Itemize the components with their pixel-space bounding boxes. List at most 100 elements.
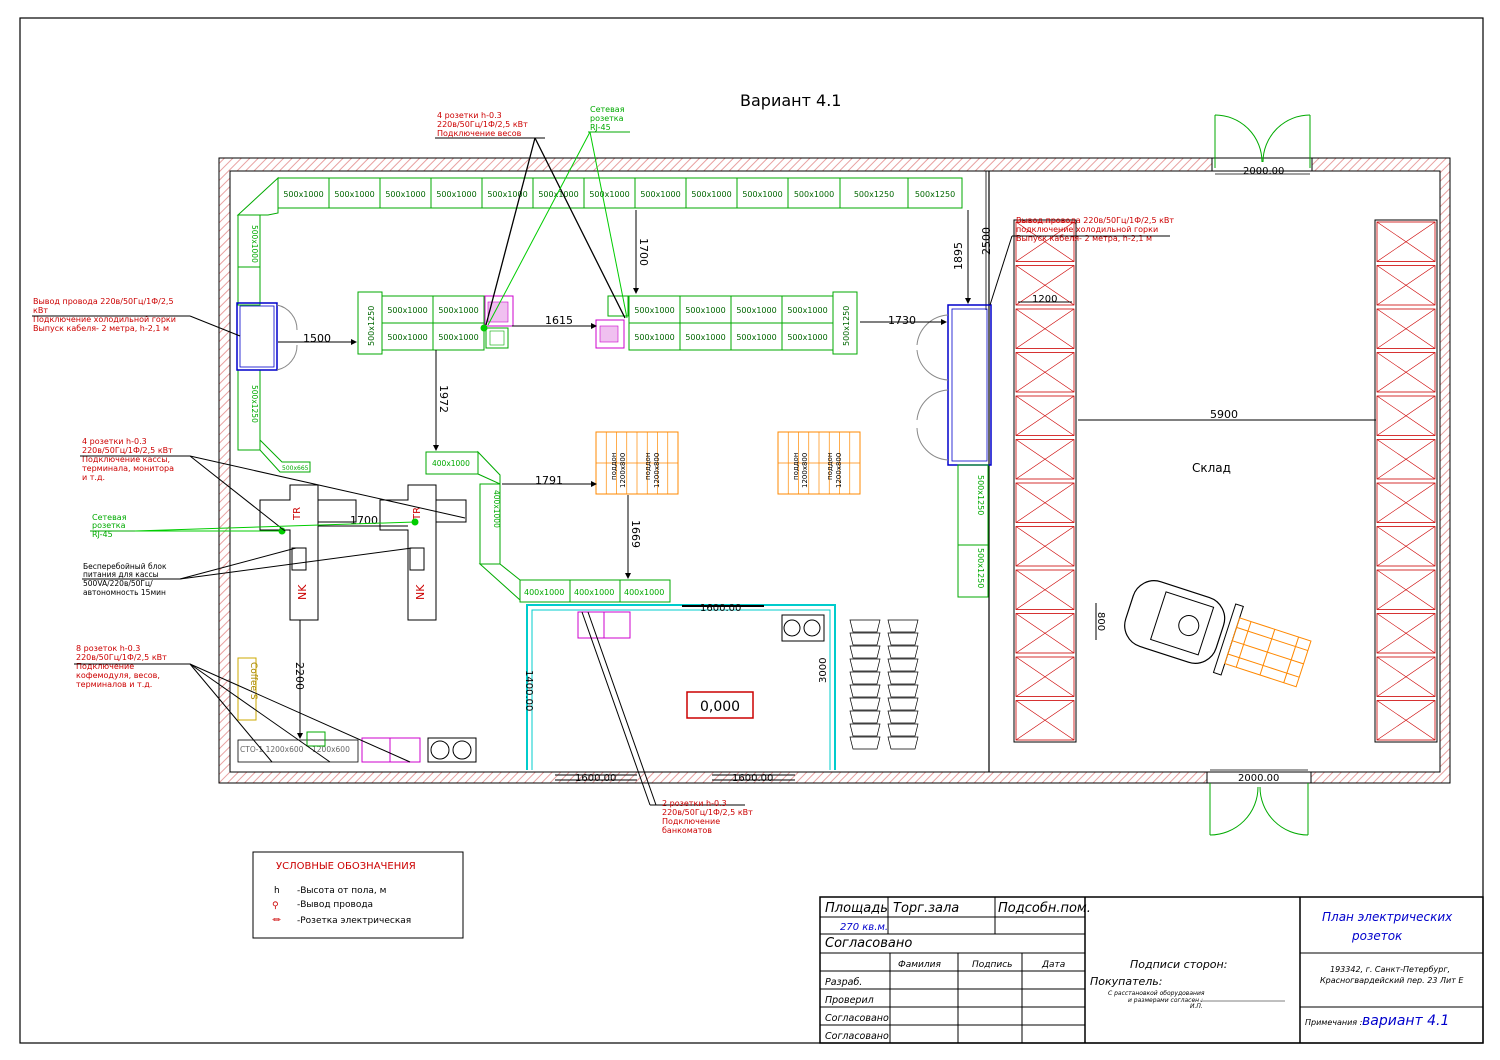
svg-text:270 кв.м.: 270 кв.м.: [840, 922, 888, 933]
shelf-label: 500x1000: [794, 190, 834, 199]
rack-bay: [1015, 439, 1075, 480]
svg-text:Согласовано: Согласовано: [825, 1031, 889, 1042]
level-mark: [686, 691, 754, 719]
rack-bay: [1015, 352, 1075, 393]
storage-rack-right: [1374, 219, 1438, 743]
svg-text:подключение холодильной горки: подключение холодильной горки: [1016, 225, 1158, 234]
callout-left-fridge-cable: Вывод провода 220в/50Гц/1Ф/2,5 кВт Подкл…: [32, 297, 241, 337]
svg-text:500x1000: 500x1000: [250, 225, 259, 263]
rack-frame: [1374, 219, 1438, 743]
shelf-label: 500x1250: [915, 190, 955, 199]
cyan-room: 1600.00 1400.00 3000 0,000: [523, 603, 836, 770]
shelf-label: 500x1250: [854, 190, 894, 199]
svg-text:1600.00: 1600.00: [700, 603, 741, 614]
svg-text:СТО-1 1200x600: СТО-1 1200x600: [240, 745, 304, 754]
legend: УСЛОВНЫЕ ОБОЗНАЧЕНИЯ h -Высота от пола, …: [252, 851, 464, 939]
shelf-label: 500x1000: [742, 190, 782, 199]
svg-text:И.П.: И.П.: [1190, 1003, 1203, 1010]
svg-text:2 розетки h-0.3: 2 розетки h-0.3: [662, 799, 727, 808]
rack-bay: [1376, 439, 1436, 480]
svg-text:Подключение: Подключение: [76, 662, 134, 671]
shopping-carts: [849, 619, 919, 750]
shelf-label: 500x1250: [842, 306, 851, 346]
rack-bay: [1015, 395, 1075, 436]
svg-text:1669: 1669: [629, 520, 642, 548]
forklift: [1124, 580, 1312, 688]
rack-bay: [1376, 308, 1436, 349]
callout-right-fridge-cable: Вывод провода 220в/50Гц/1Ф/2,5 кВт подкл…: [989, 216, 1174, 306]
bottom-windows: 1600.00 1600.00: [555, 773, 795, 784]
shelf-label: 500x1000: [283, 190, 323, 199]
svg-text:розетка: розетка: [92, 521, 126, 530]
right-refrigerated-counter: 500x1250 500x1250: [916, 304, 992, 598]
shelf-label: 500x1000: [685, 333, 725, 342]
shelf-label: 500x1000: [634, 333, 674, 342]
svg-text:Проверил: Проверил: [825, 995, 874, 1006]
svg-text:1615: 1615: [545, 314, 573, 327]
cart: [887, 632, 919, 646]
shelf-label: 500x1000: [685, 306, 725, 315]
cart: [849, 723, 881, 737]
rack-bay: [1015, 265, 1075, 306]
pallet-label: поддон: [792, 453, 800, 480]
svg-text:-Вывод провода: -Вывод провода: [297, 900, 373, 910]
svg-text:Покупатель:: Покупатель:: [1090, 975, 1162, 988]
svg-text:400x1000: 400x1000: [624, 588, 664, 597]
svg-text:-Розетка электрическая: -Розетка электрическая: [297, 916, 411, 926]
svg-text:4 розетки h-0.3: 4 розетки h-0.3: [437, 111, 502, 120]
svg-text:RJ-45: RJ-45: [590, 123, 611, 132]
svg-text:Сетевая: Сетевая: [590, 105, 625, 114]
svg-text:автономность 15мин: автономность 15мин: [83, 588, 166, 597]
top-door: 2000.00: [1211, 114, 1313, 177]
shelf-label: 500x1250: [367, 306, 376, 346]
svg-text:TR: TR: [412, 507, 423, 521]
svg-text:500x1250: 500x1250: [976, 475, 985, 515]
shelf-label: 500x1000: [438, 306, 478, 315]
middle-shelf-group: 400x1000 400x1000 400x1000 400x1000 400x…: [425, 450, 671, 603]
sheet-frame: [19, 17, 1484, 1044]
rack-bay: [1015, 308, 1075, 349]
svg-text:4 розетки h-0.3: 4 розетки h-0.3: [82, 437, 147, 446]
svg-text:Coffee S: Coffee S: [248, 662, 258, 700]
svg-text:1400.00: 1400.00: [523, 670, 534, 711]
rack-bay: [1376, 700, 1436, 741]
svg-text:800: 800: [1095, 612, 1106, 631]
cart: [849, 619, 881, 633]
cart: [887, 736, 919, 750]
cart: [849, 710, 881, 724]
cart: [887, 684, 919, 698]
scales-devices: [480, 295, 629, 349]
svg-text:План электрических: План электрических: [1322, 910, 1453, 924]
svg-text:NK: NK: [414, 584, 427, 600]
svg-text:1600.00: 1600.00: [732, 773, 773, 784]
cart: [849, 632, 881, 646]
callout-ups: Бесперебойный блок питания для кассы 500…: [82, 547, 413, 597]
cart: [887, 723, 919, 737]
svg-text:220в/50Гц/1Ф/2,5 кВт: 220в/50Гц/1Ф/2,5 кВт: [76, 653, 167, 662]
cart: [849, 671, 881, 685]
svg-text:400x1000: 400x1000: [492, 490, 501, 528]
rack-bay: [1376, 265, 1436, 306]
cart: [887, 697, 919, 711]
svg-text:1700: 1700: [637, 238, 650, 266]
shelf-end: [357, 291, 383, 355]
pallet-label: 1200x800: [801, 453, 809, 488]
svg-text:-Высота от пола, м: -Высота от пола, м: [297, 886, 386, 896]
svg-text:Подпись: Подпись: [972, 960, 1012, 970]
shelf-label: 500x1000: [436, 190, 476, 199]
svg-text:Сетевая: Сетевая: [92, 513, 127, 522]
svg-text:питания для кассы: питания для кассы: [83, 570, 159, 579]
svg-text:Подключение весов: Подключение весов: [437, 129, 522, 138]
storage-rack-left: [1013, 219, 1077, 743]
dim-2000-bottom: 2000.00: [1238, 773, 1279, 784]
svg-text:8 розеток h-0.3: 8 розеток h-0.3: [76, 644, 140, 653]
shelf-label: 500x1000: [387, 333, 427, 342]
svg-text:Согласовано: Согласовано: [825, 1013, 889, 1024]
callout-network-socket-top: Сетевая розетка RJ-45: [487, 105, 630, 326]
shelf-cell: [907, 177, 963, 209]
callout-scales-sockets: 4 розетки h-0.3 220в/50Гц/1Ф/2,5 кВт Под…: [435, 111, 626, 326]
